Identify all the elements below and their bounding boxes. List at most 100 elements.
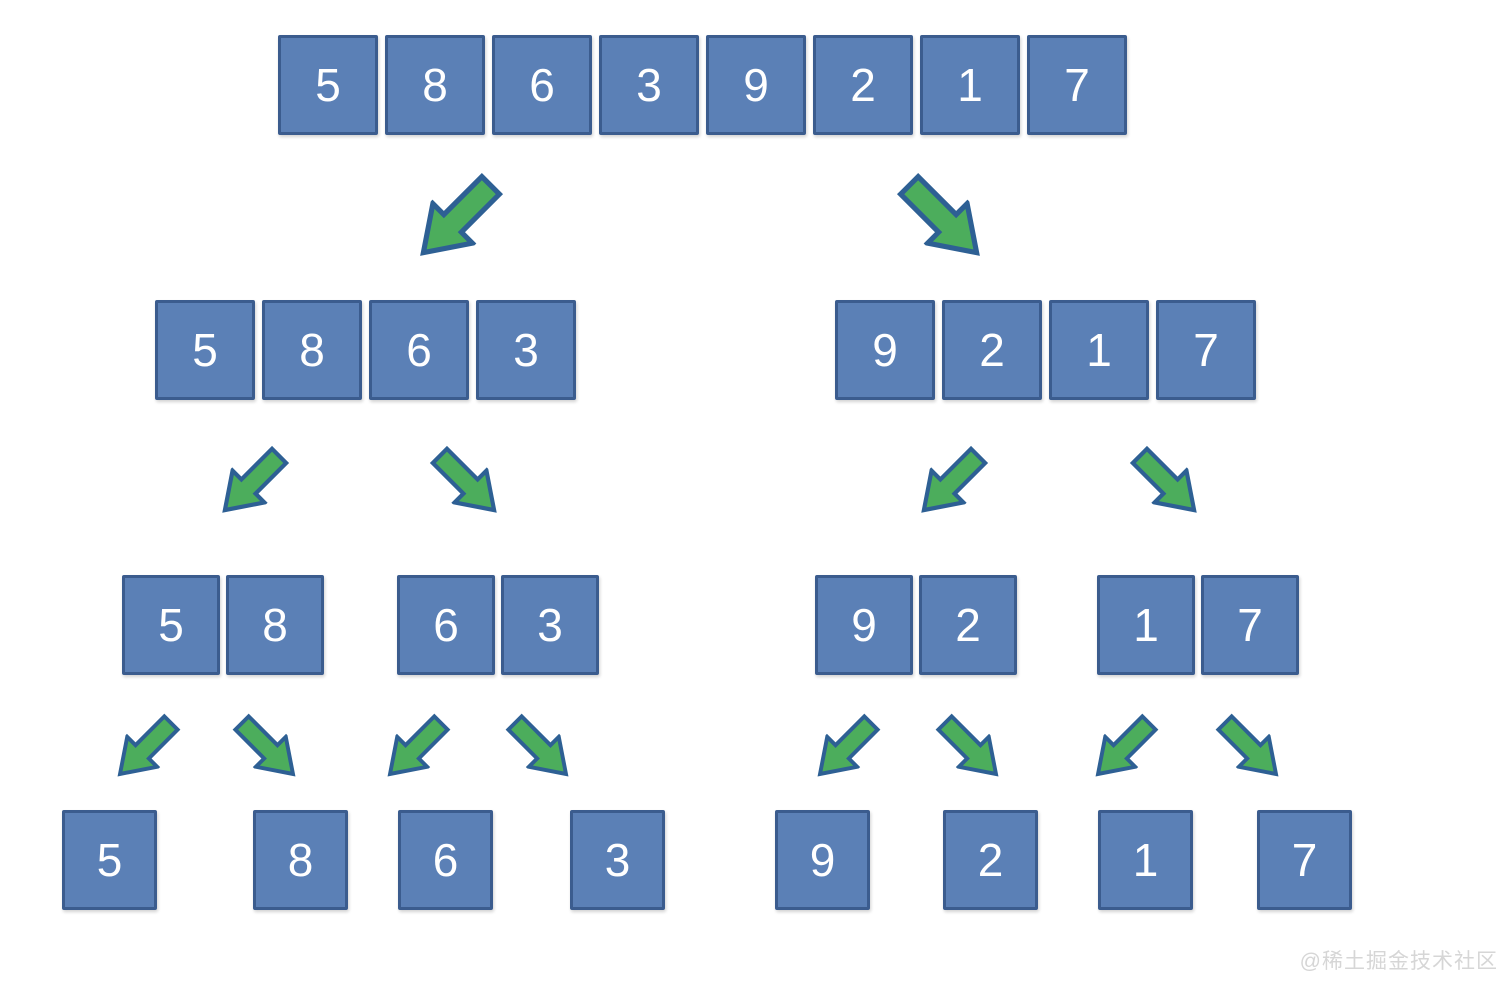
array-cell: 6	[369, 300, 469, 400]
arrow-icon	[1215, 713, 1278, 776]
array-cell-value: 3	[636, 59, 662, 111]
array-cell: 7	[1156, 300, 1256, 400]
array-cell-value: 6	[529, 59, 555, 111]
array-cell: 7	[1027, 35, 1127, 135]
split-arrow-down-right	[221, 702, 313, 794]
array-cell: 2	[942, 300, 1042, 400]
arrow-icon	[420, 172, 504, 256]
array-cell: 1	[1097, 575, 1195, 675]
array-level-3-cell-6: 2	[943, 810, 1038, 910]
array-cell-value: 8	[287, 834, 314, 886]
array-cell: 9	[775, 810, 870, 910]
split-arrow-down-left	[205, 436, 299, 530]
array-cell-value: 1	[1086, 324, 1112, 376]
arrow-icon	[222, 445, 290, 513]
array-cell-value: 3	[537, 599, 563, 651]
array-cell-value: 6	[406, 324, 432, 376]
array-cell-value: 7	[1193, 324, 1219, 376]
array-cell-value: 8	[422, 59, 448, 111]
array-cell-value: 9	[872, 324, 898, 376]
array-cell: 9	[835, 300, 935, 400]
array-cell-value: 8	[262, 599, 288, 651]
array-cell-value: 7	[1064, 59, 1090, 111]
array-cell-value: 1	[1133, 599, 1159, 651]
watermark: @稀土掘金技术社区	[1299, 950, 1498, 973]
array-cell-value: 7	[1291, 834, 1318, 886]
array-cell: 2	[943, 810, 1038, 910]
arrow-icon	[1129, 445, 1197, 513]
array-cell: 1	[1049, 300, 1149, 400]
arrow-icon	[935, 713, 998, 776]
array-cell: 2	[919, 575, 1017, 675]
array-cell-value: 5	[315, 59, 341, 111]
arrow-icon	[1095, 713, 1158, 776]
array-cell: 3	[599, 35, 699, 135]
array-cell: 2	[813, 35, 913, 135]
array-level-3-cell-1: 5	[62, 810, 157, 910]
split-arrow-down-right	[420, 436, 514, 530]
array-level-1-left: 5 8 6 3	[155, 300, 576, 400]
split-arrow-down-right	[1120, 436, 1214, 530]
split-arrow-down-left	[799, 702, 891, 794]
array-cell-value: 8	[299, 324, 325, 376]
array-cell: 5	[122, 575, 220, 675]
array-cell: 5	[278, 35, 378, 135]
arrow-icon	[429, 445, 497, 513]
array-cell-value: 9	[809, 834, 836, 886]
array-cell: 1	[920, 35, 1020, 135]
array-cell-value: 2	[955, 599, 981, 651]
array-cell-value: 5	[192, 324, 218, 376]
array-cell-value: 3	[604, 834, 631, 886]
split-arrow-down-left	[904, 436, 998, 530]
array-cell: 9	[706, 35, 806, 135]
array-cell-value: 1	[1132, 834, 1159, 886]
array-cell: 3	[570, 810, 665, 910]
array-cell: 8	[253, 810, 348, 910]
array-cell-value: 6	[432, 834, 459, 886]
array-cell: 5	[62, 810, 157, 910]
array-cell-value: 9	[851, 599, 877, 651]
array-cell: 6	[397, 575, 495, 675]
array-level-3-cell-3: 6	[398, 810, 493, 910]
array-level-3-cell-8: 7	[1257, 810, 1352, 910]
split-arrow-down-right	[880, 156, 1006, 282]
array-cell-value: 5	[96, 834, 123, 886]
array-cell-value: 3	[513, 324, 539, 376]
arrow-icon	[232, 713, 295, 776]
array-cell-value: 5	[158, 599, 184, 651]
arrow-icon	[117, 713, 180, 776]
array-level-3-cell-7: 1	[1098, 810, 1193, 910]
array-level-3-cell-2: 8	[253, 810, 348, 910]
arrow-icon	[387, 713, 450, 776]
array-cell: 1	[1098, 810, 1193, 910]
split-arrow-down-right	[494, 702, 586, 794]
array-cell: 5	[155, 300, 255, 400]
array-cell: 8	[385, 35, 485, 135]
arrow-icon	[921, 445, 989, 513]
array-cell: 3	[501, 575, 599, 675]
arrow-icon	[896, 172, 980, 256]
array-cell-value: 1	[957, 59, 983, 111]
array-cell: 3	[476, 300, 576, 400]
split-arrow-down-left	[99, 702, 191, 794]
array-cell: 7	[1201, 575, 1299, 675]
array-cell: 6	[492, 35, 592, 135]
array-cell: 8	[226, 575, 324, 675]
split-arrow-down-left	[369, 702, 461, 794]
array-cell: 7	[1257, 810, 1352, 910]
array-level-3-cell-4: 3	[570, 810, 665, 910]
array-level-3-cell-5: 9	[775, 810, 870, 910]
arrow-icon	[505, 713, 568, 776]
array-cell-value: 2	[979, 324, 1005, 376]
array-cell-value: 6	[433, 599, 459, 651]
array-cell: 6	[398, 810, 493, 910]
array-cell-value: 7	[1237, 599, 1263, 651]
array-cell: 8	[262, 300, 362, 400]
array-cell-value: 2	[850, 59, 876, 111]
